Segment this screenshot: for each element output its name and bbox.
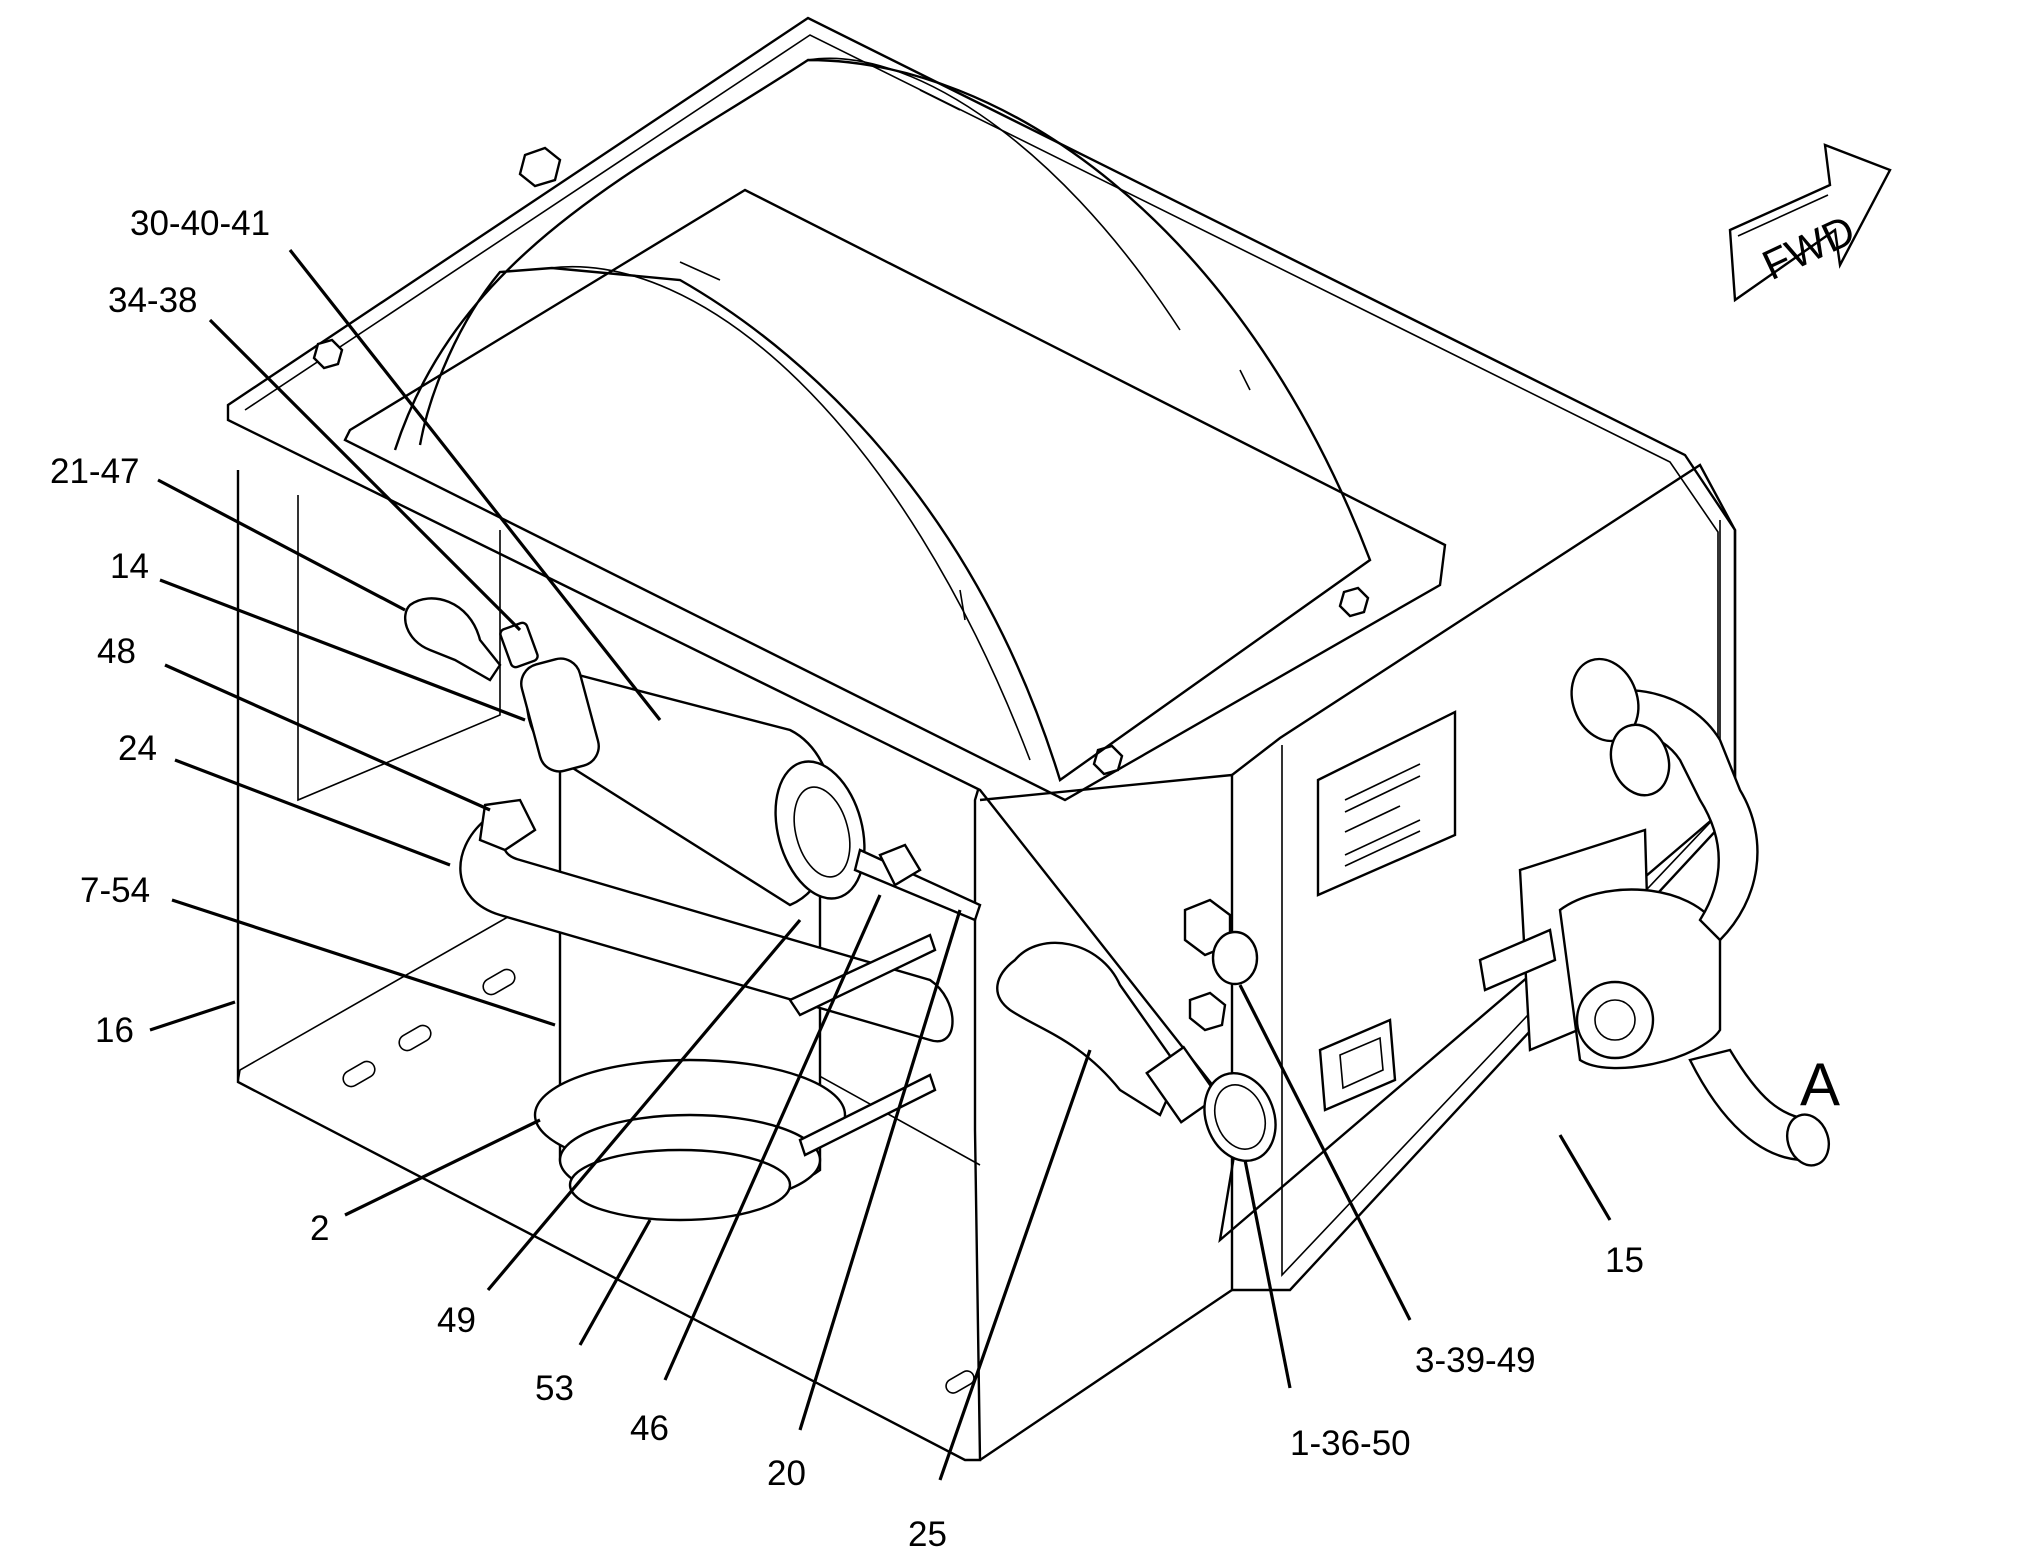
callout-1-36-50: 1-36-50 — [1290, 1424, 1411, 1463]
leader-1-36-50 — [1243, 1159, 1292, 1389]
forward-arrow: FWD — [1728, 143, 1892, 303]
nameplate-text-lines — [1344, 763, 1421, 867]
connector — [1318, 1018, 1397, 1112]
callout-20: 20 — [767, 1454, 806, 1493]
leader-15 — [1558, 1134, 1612, 1221]
callout-25: 25 — [908, 1515, 947, 1554]
front-wall — [979, 773, 1234, 1461]
plug — [1183, 898, 1259, 1032]
filter-assembly — [403, 597, 982, 1222]
leader-25 — [938, 1049, 1092, 1481]
frame-bolts — [312, 146, 1370, 776]
hose-25 — [996, 941, 1277, 1163]
filter-collar — [520, 657, 600, 773]
callout-49: 49 — [437, 1301, 476, 1340]
callout-24: 24 — [118, 729, 157, 768]
nameplate — [1316, 710, 1457, 897]
left-wall-inner — [297, 495, 501, 802]
callout-34-38: 34-38 — [108, 281, 198, 320]
leader-30-40-41 — [288, 249, 662, 721]
leader-3-39-49 — [1238, 984, 1412, 1321]
leader-lines — [149, 249, 1612, 1481]
top-frame-inner — [244, 34, 1719, 795]
callout-48: 48 — [97, 632, 136, 671]
housing-box — [226, 16, 1737, 1462]
callout-30-40-41: 30-40-41 — [130, 204, 270, 243]
leader-24 — [174, 758, 451, 867]
dome-cover — [393, 57, 1372, 782]
left-fitting — [403, 597, 502, 682]
view-a-label: A — [1800, 1051, 1840, 1118]
callout-46: 46 — [630, 1409, 669, 1448]
right-panel — [1281, 520, 1721, 1278]
bracket-upper — [788, 933, 937, 1017]
filter-end-cap — [774, 760, 866, 900]
callout-7-54: 7-54 — [80, 871, 150, 910]
bleed-screw — [499, 621, 539, 669]
callout-53: 53 — [535, 1369, 574, 1408]
leader-48 — [164, 663, 491, 812]
leader-16 — [149, 1000, 236, 1032]
leader-7-54 — [171, 898, 556, 1027]
callout-3-39-49: 3-39-49 — [1415, 1341, 1536, 1380]
callout-21-47: 21-47 — [50, 452, 140, 491]
outlet-nut — [878, 843, 922, 887]
callout-labels: 30-40-41 34-38 21-47 14 48 24 7-54 16 2 … — [50, 204, 1840, 1554]
u-tube-nut — [478, 798, 537, 852]
leader-34-38 — [208, 318, 522, 632]
callout-2: 2 — [310, 1209, 329, 1248]
leader-20 — [798, 909, 962, 1431]
leader-14 — [159, 578, 526, 722]
callout-14: 14 — [110, 547, 149, 586]
top-frame-plate — [226, 16, 1737, 1244]
canister-base — [568, 1148, 792, 1222]
leader-49 — [486, 918, 802, 1292]
leader-2 — [344, 1118, 541, 1217]
leader-53 — [578, 1219, 652, 1346]
callout-15: 15 — [1605, 1241, 1644, 1280]
callout-16: 16 — [95, 1011, 134, 1050]
leader-21-47 — [157, 478, 406, 612]
top-opening — [343, 188, 1447, 802]
right-wall — [1231, 463, 1737, 1292]
floor-slots — [342, 968, 975, 1394]
leader-46 — [663, 894, 882, 1381]
bracket-lower — [798, 1073, 937, 1157]
valve-assembly — [1478, 657, 1830, 1167]
